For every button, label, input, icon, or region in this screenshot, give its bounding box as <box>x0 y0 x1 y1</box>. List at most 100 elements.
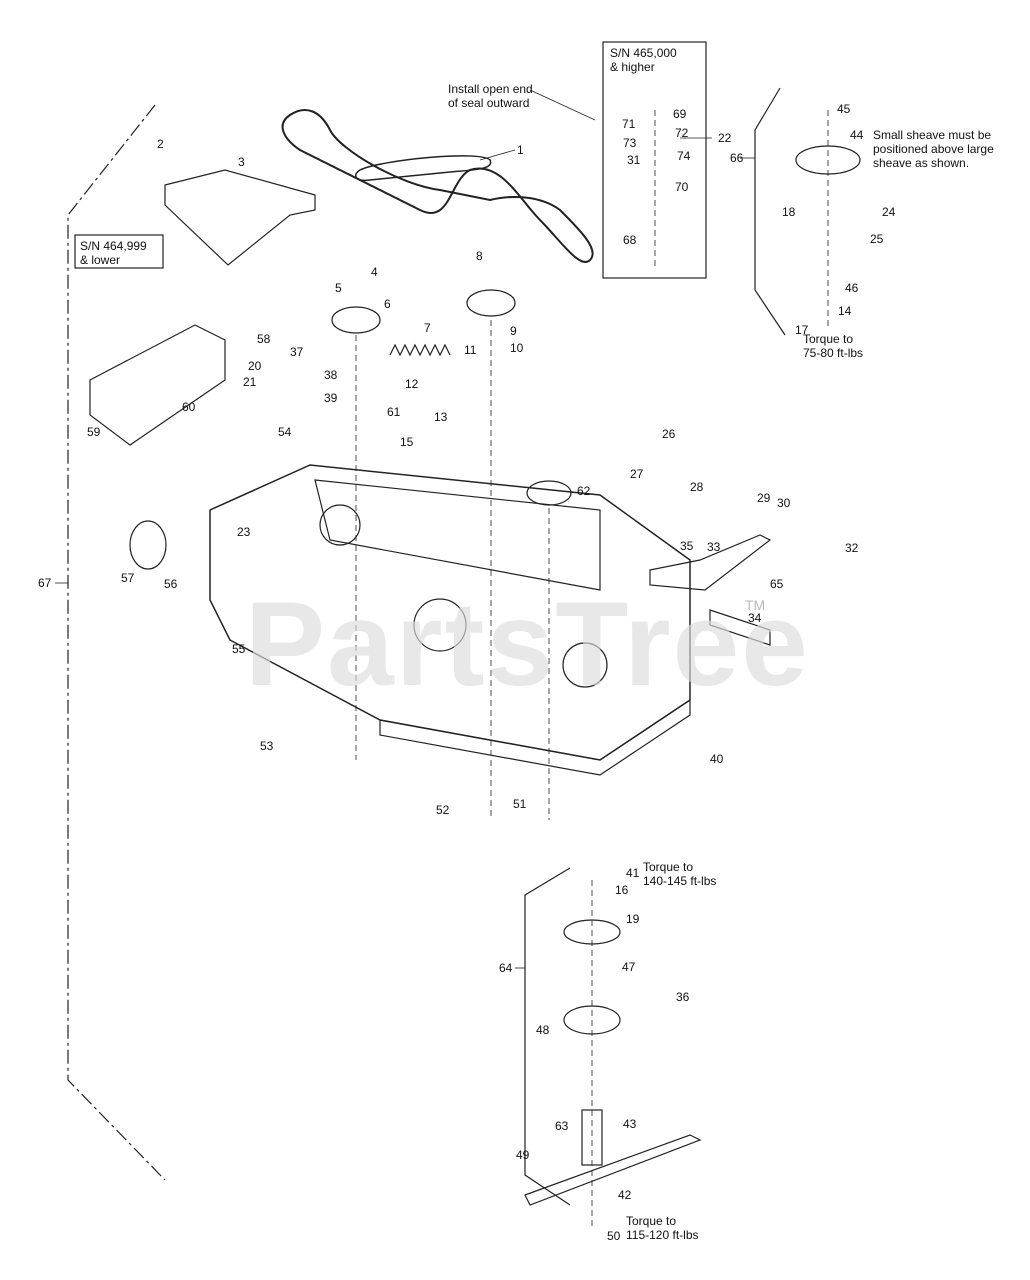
callout-7: 7 <box>424 321 431 335</box>
callout-69: 69 <box>673 107 687 121</box>
leader-1 <box>479 149 516 161</box>
callout-56: 56 <box>164 577 178 591</box>
idler-pulley-6-left <box>331 306 381 334</box>
callout-57: 57 <box>121 571 135 585</box>
callout-49: 49 <box>516 1148 530 1162</box>
sn-low-box <box>74 234 164 269</box>
note-sn-high: S/N 465,000& higher <box>610 46 677 74</box>
callout-17: 17 <box>795 323 809 337</box>
callout-18: 18 <box>782 205 796 219</box>
callout-72: 72 <box>675 126 689 140</box>
callout-70: 70 <box>675 180 689 194</box>
leader-seal <box>529 89 596 121</box>
callout-37: 37 <box>290 345 304 359</box>
callout-64: 64 <box>499 961 513 975</box>
callout-34: 34 <box>748 611 762 625</box>
callout-8: 8 <box>476 249 483 263</box>
callout-60: 60 <box>182 400 196 414</box>
callout-40: 40 <box>710 752 724 766</box>
callout-25: 25 <box>870 232 884 246</box>
callout-38: 38 <box>324 368 338 382</box>
callout-36: 36 <box>676 990 690 1004</box>
sn-high-box <box>602 41 707 279</box>
callout-4: 4 <box>371 265 378 279</box>
callout-10: 10 <box>510 341 524 355</box>
callout-74: 74 <box>677 149 691 163</box>
callout-59: 59 <box>87 425 101 439</box>
callout-13: 13 <box>434 410 448 424</box>
callout-3: 3 <box>238 155 245 169</box>
callout-20: 20 <box>248 359 262 373</box>
callout-39: 39 <box>324 391 338 405</box>
callout-1: 1 <box>517 143 524 157</box>
callout-54: 54 <box>278 425 292 439</box>
callout-41: 41 <box>626 866 640 880</box>
callout-58: 58 <box>257 332 271 346</box>
deck-baffle <box>314 479 601 591</box>
callout-14: 14 <box>838 304 852 318</box>
note-sn-low: S/N 464,999& lower <box>80 239 147 267</box>
callout-53: 53 <box>260 739 274 753</box>
callout-43: 43 <box>623 1117 637 1131</box>
callout-9: 9 <box>510 324 517 338</box>
spindle-opening-center <box>413 598 467 652</box>
callout-48: 48 <box>536 1023 550 1037</box>
watermark: PartsTree <box>245 577 811 711</box>
watermark-tm: TM <box>745 597 766 613</box>
callout-44: 44 <box>850 128 864 142</box>
callout-24: 24 <box>882 205 896 219</box>
callout-31: 31 <box>627 153 641 167</box>
gauge-wheel-57 <box>129 520 167 570</box>
idler-pulley-62 <box>526 480 572 506</box>
callout-45: 45 <box>837 102 851 116</box>
idler-pulley-6-right <box>466 289 516 317</box>
callout-67: 67 <box>38 576 52 590</box>
callout-28: 28 <box>690 480 704 494</box>
callout-71: 71 <box>622 117 636 131</box>
callout-12: 12 <box>405 377 419 391</box>
callout-46: 46 <box>845 281 859 295</box>
belt-inner <box>354 155 492 182</box>
callout-19: 19 <box>626 912 640 926</box>
arm-33-65 <box>649 534 772 591</box>
callout-11: 11 <box>464 343 477 357</box>
callout-66: 66 <box>730 151 744 165</box>
callout-62: 62 <box>577 484 591 498</box>
callout-6: 6 <box>384 297 391 311</box>
callout-42: 42 <box>618 1188 632 1202</box>
callout-16: 16 <box>615 883 629 897</box>
blade-49 <box>524 1134 702 1206</box>
belt <box>281 109 594 263</box>
callout-51: 51 <box>513 797 527 811</box>
callout-29: 29 <box>757 491 771 505</box>
callout-5: 5 <box>335 281 342 295</box>
tube-34 <box>709 609 771 646</box>
callout-15: 15 <box>400 435 414 449</box>
spindle-opening-left <box>319 504 361 546</box>
callout-21: 21 <box>243 375 257 389</box>
callout-65: 65 <box>770 577 784 591</box>
deck-shield-59 <box>89 324 226 446</box>
spindle-opening-right <box>562 642 608 688</box>
callout-55: 55 <box>232 642 246 656</box>
callout-33: 33 <box>707 540 721 554</box>
assembly-boundary-67 <box>67 104 166 1181</box>
callout-47: 47 <box>622 960 636 974</box>
callout-23: 23 <box>237 525 251 539</box>
spring-7 <box>389 343 451 357</box>
deck-shield-3 <box>164 169 316 266</box>
spindle-shaft-63 <box>581 1109 603 1166</box>
callout-73: 73 <box>623 136 637 150</box>
callout-63: 63 <box>555 1119 569 1133</box>
callout-61: 61 <box>387 405 401 419</box>
callout-68: 68 <box>623 233 637 247</box>
callout-32: 32 <box>845 541 859 555</box>
assembly-boundary-64 <box>524 867 571 1206</box>
